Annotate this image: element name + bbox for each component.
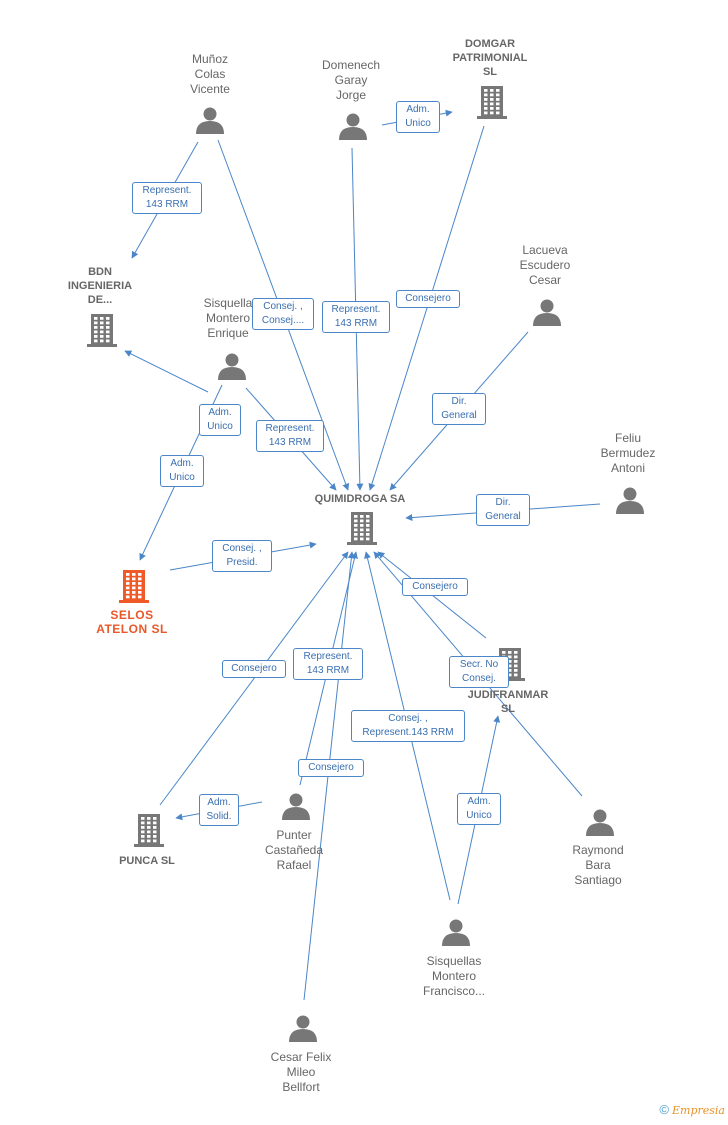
brand-name: Empresia — [672, 1104, 725, 1117]
edge-label[interactable]: Represent. 143 RRM — [256, 420, 324, 452]
edge-label[interactable]: Consejero — [222, 660, 286, 678]
node-label-munoz[interactable]: Muñoz Colas Vicente — [190, 52, 230, 96]
footer-brand: © Empresia — [659, 1102, 725, 1117]
building-icon[interactable] — [347, 512, 377, 545]
node-label-punca[interactable]: PUNCA SL — [119, 855, 175, 867]
edge-label[interactable]: Consej. , Represent.143 RRM — [351, 710, 465, 742]
edge-label[interactable]: Dir. General — [476, 494, 530, 526]
node-label-sisq_enrique[interactable]: Sisquella Montero Enrique — [203, 296, 253, 340]
node-label-bdn[interactable]: BDN INGENIERIA DE... — [67, 266, 133, 306]
edge-punca-to-quimidroga — [159, 551, 349, 806]
node-label-raymond[interactable]: Raymond Bara Santiago — [572, 843, 624, 887]
building-icon[interactable] — [119, 570, 149, 603]
edge-label[interactable]: Represent. 143 RRM — [293, 648, 363, 680]
edge-label[interactable]: Adm. Solid. — [199, 794, 239, 826]
person-icon[interactable] — [442, 919, 470, 947]
node-label-domenech[interactable]: Domenech Garay Jorge — [321, 58, 381, 102]
person-icon[interactable] — [196, 107, 224, 135]
node-label-domgar[interactable]: DOMGAR PATRIMONIAL SL — [452, 38, 528, 78]
edge-label[interactable]: Adm. Unico — [160, 455, 204, 487]
node-label-lacueva[interactable]: Lacueva Escudero Cesar — [519, 243, 571, 287]
node-label-judifranmar[interactable]: JUDIFRANMAR SL — [467, 689, 549, 715]
edge-label[interactable]: Represent. 143 RRM — [322, 301, 390, 333]
node-label-punter[interactable]: Punter Castañeda Rafael — [264, 828, 324, 872]
node-label-quimidroga[interactable]: QUIMIDROGA SA — [314, 493, 406, 505]
edge-domgar-to-quimidroga — [368, 125, 485, 491]
edge-label[interactable]: Consej. , Consej.... — [252, 298, 314, 330]
edge-label[interactable]: Adm. Unico — [199, 404, 241, 436]
copyright-symbol: © — [659, 1102, 669, 1117]
person-icon[interactable] — [586, 809, 614, 837]
person-icon[interactable] — [616, 487, 644, 515]
edge-label[interactable]: Consej. , Presid. — [212, 540, 272, 572]
person-icon[interactable] — [339, 113, 367, 141]
person-icon[interactable] — [289, 1015, 317, 1043]
person-icon[interactable] — [533, 299, 561, 327]
edge-label[interactable]: Dir. General — [432, 393, 486, 425]
person-icon[interactable] — [282, 793, 310, 821]
edge-label[interactable]: Adm. Unico — [396, 101, 440, 133]
node-label-sisq_francisco[interactable]: Sisquellas Montero Francisco... — [422, 954, 485, 998]
node-label-feliu[interactable]: Feliu Bermudez Antoni — [600, 431, 656, 475]
edge-label[interactable]: Consejero — [298, 759, 364, 777]
edge-label[interactable]: Consejero — [396, 290, 460, 308]
building-icon[interactable] — [134, 814, 164, 847]
node-label-selos[interactable]: SELOS ATELON SL — [96, 608, 168, 636]
person-icon[interactable] — [218, 353, 246, 381]
edge-sisq_enrique-to-bdn — [124, 350, 209, 393]
edge-label[interactable]: Adm. Unico — [457, 793, 501, 825]
edge-label[interactable]: Represent. 143 RRM — [132, 182, 202, 214]
edge-label[interactable]: Secr. No Consej. — [449, 656, 509, 688]
building-icon[interactable] — [87, 314, 117, 347]
edge-label[interactable]: Consejero — [402, 578, 468, 596]
building-icon[interactable] — [477, 86, 507, 119]
node-label-cesar[interactable]: Cesar Felix Mileo Bellfort — [270, 1050, 332, 1094]
